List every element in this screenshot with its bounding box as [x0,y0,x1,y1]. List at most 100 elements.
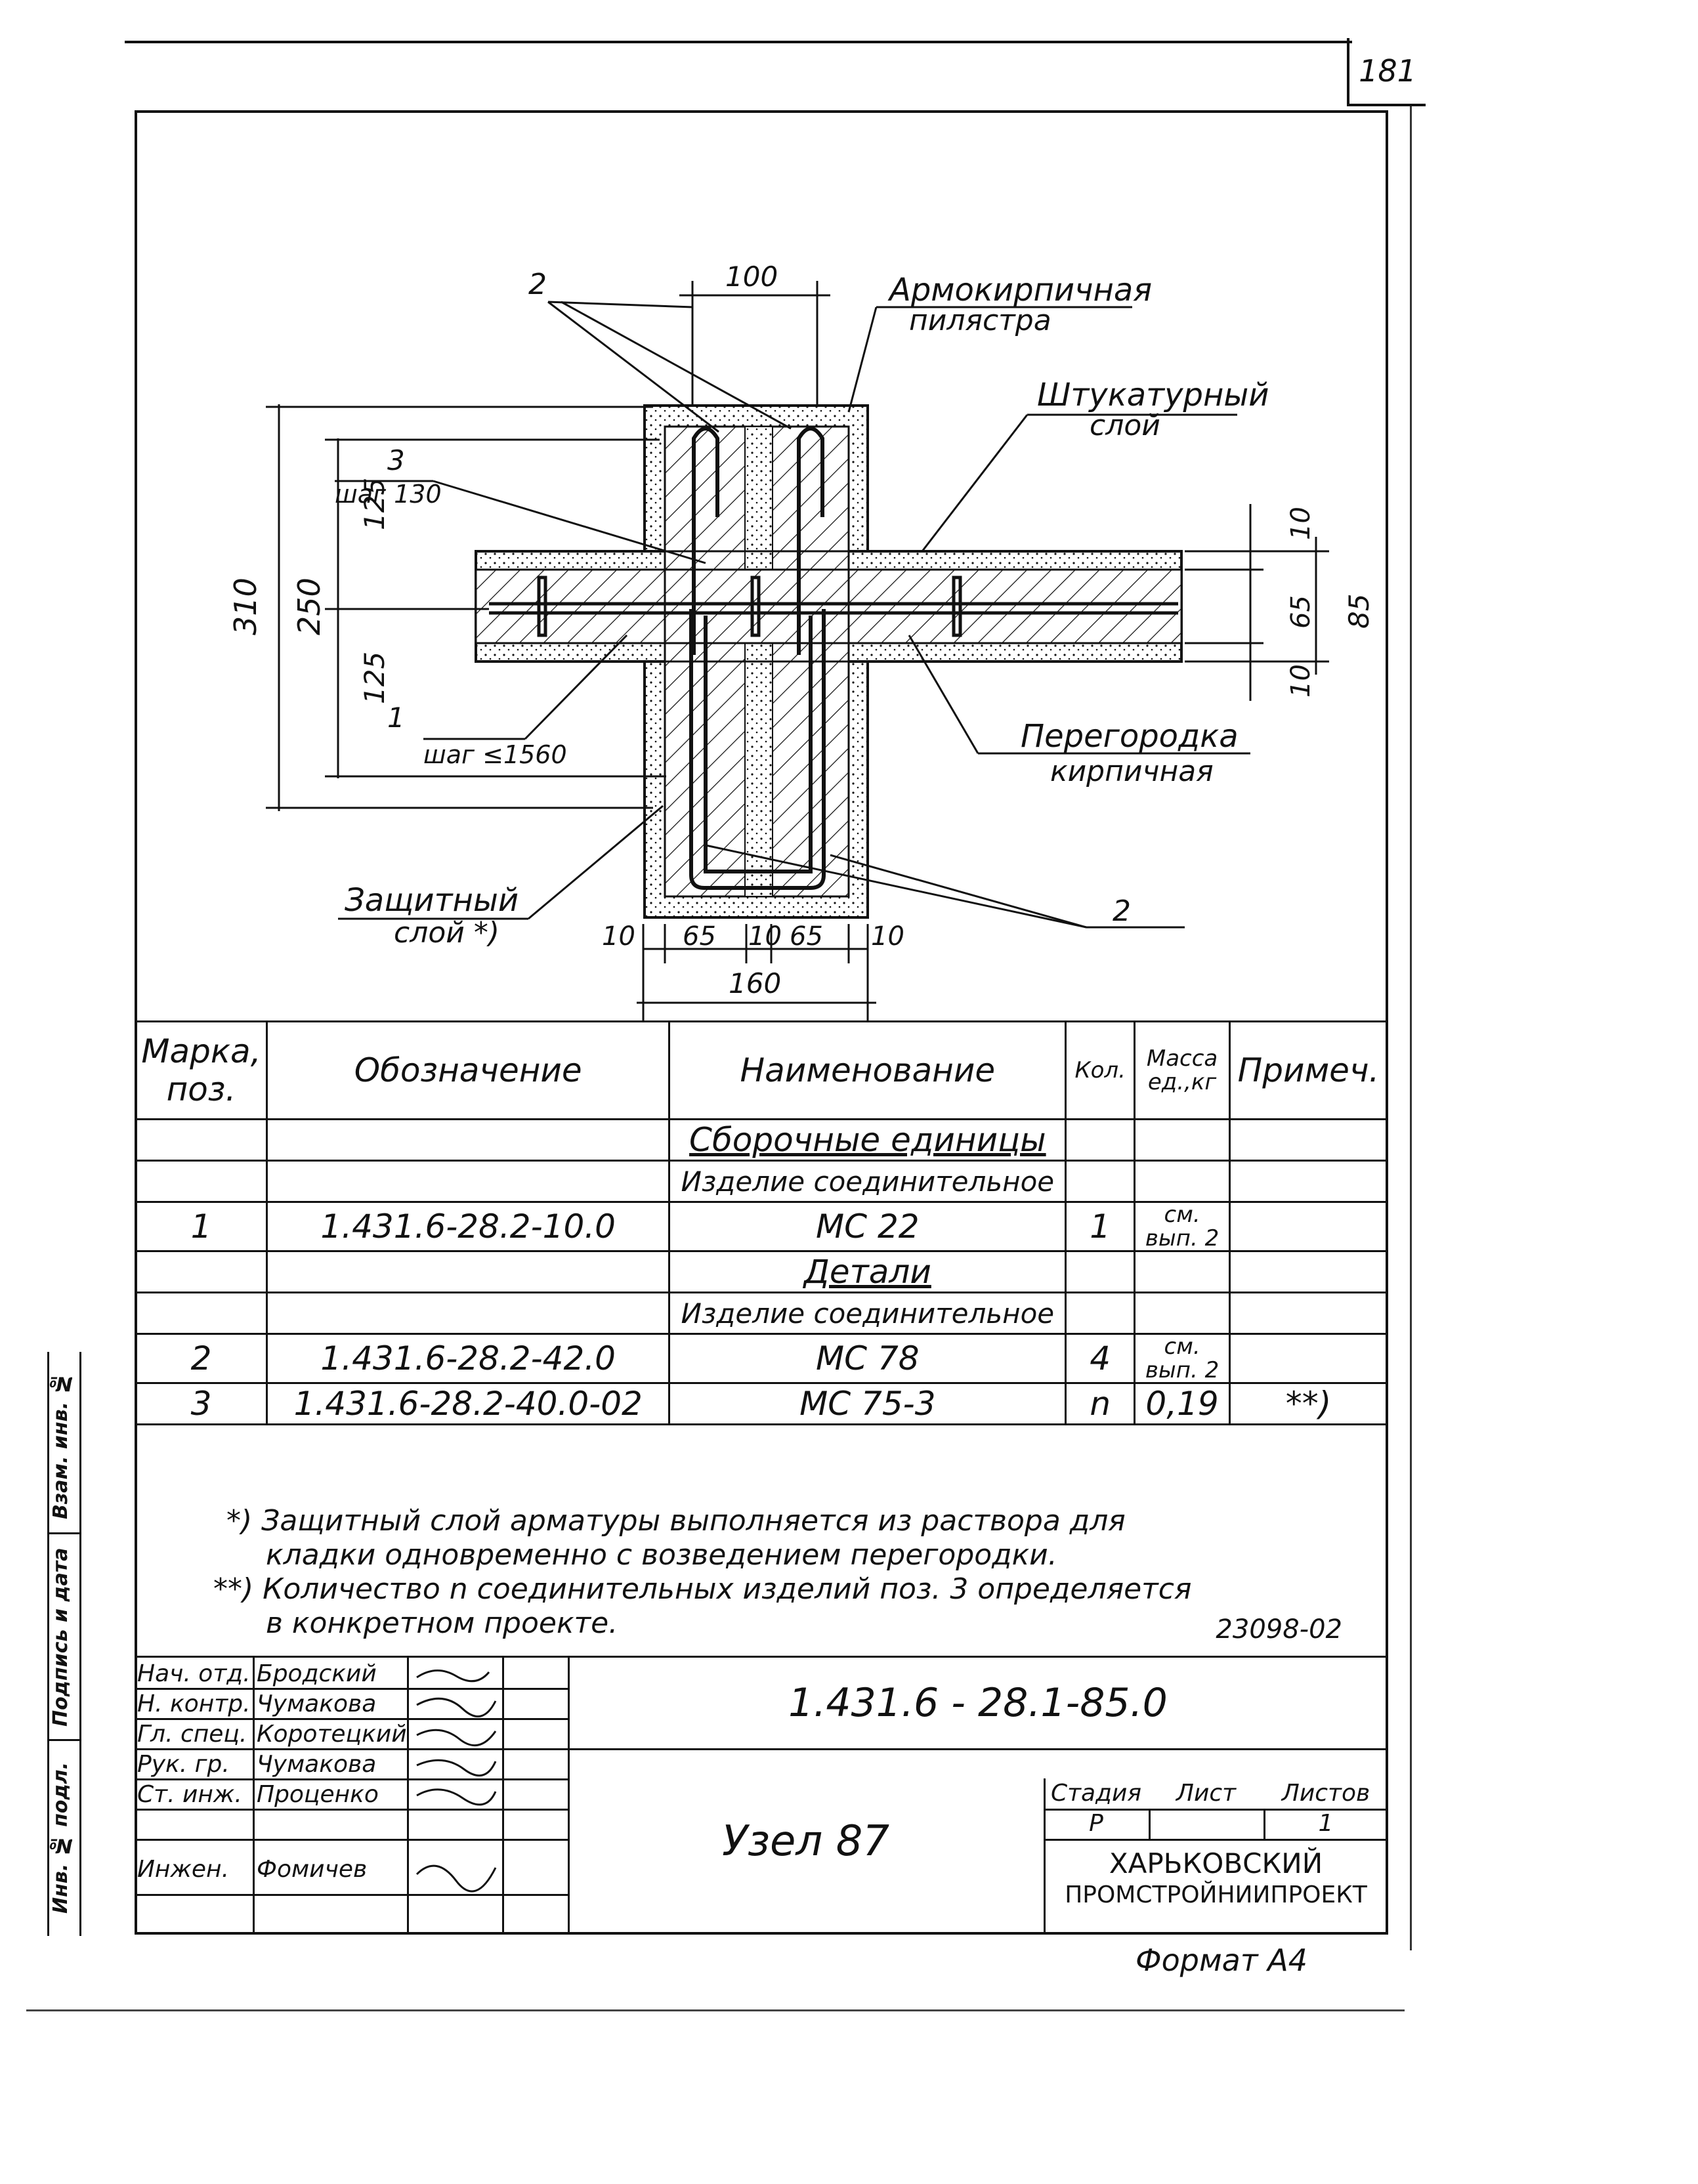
cell-designation: 1.431.6-28.2-40.0-02 [265,1382,671,1425]
sig-name: Коротецкий [257,1721,407,1748]
rebar-loops [689,427,826,890]
label-protect-2: слой *) [394,916,499,950]
dim-65: 65 [1286,595,1316,629]
cell-mark [135,1160,268,1203]
cell-name: МС 22 [668,1201,1067,1252]
signature-mark [415,1864,497,1893]
cell-mark [135,1292,268,1335]
organization-name-2: Промстройниипроект [1065,1881,1367,1908]
note-2-line-2: в конкретном проекте. [266,1606,618,1640]
label-partition-2: кирпичная [1050,755,1214,788]
table-row: 3 1.431.6-28.2-40.0-02 МС 75-3 n 0,19 **… [135,1382,1388,1425]
cell-name: Детали [668,1250,1067,1293]
stage-value: Р [1089,1810,1103,1837]
side-stamp [47,1352,81,1936]
cell-note [1229,1160,1388,1203]
specification-table: Марка, поз. Обозначение Наименование Кол… [135,1020,1388,1425]
cell-designation [265,1292,671,1335]
sheet-label: Лист [1176,1780,1237,1807]
cell-mass: см. вып. 2 [1134,1333,1231,1384]
label-pos1: 1 [387,702,405,734]
sig-role: Гл. спец. [137,1721,247,1748]
sig-name: Проценко [257,1781,379,1808]
header-qty: Кол. [1065,1020,1136,1120]
cell-mark: 3 [135,1382,268,1425]
header-mark: Марка, поз. [135,1020,268,1120]
table-row: Изделие соединительное [135,1160,1388,1203]
sig-role: Ст. инж. [137,1781,242,1808]
organization-name-1: Харьковский [1109,1847,1323,1880]
label-pos3-step: шаг 130 [335,480,442,509]
inventory-number: 23098-02 [1216,1614,1342,1645]
signature-mark [416,1729,497,1746]
dim-100: 100 [725,261,778,293]
cell-qty: 4 [1065,1333,1136,1384]
sig-name: Фомичев [257,1856,368,1883]
sig-name: Чумакова [257,1690,377,1717]
cell-note [1229,1333,1388,1384]
cell-mass [1134,1118,1231,1162]
dim-125-bottom: 125 [358,652,391,704]
table-row: 1 1.431.6-28.2-10.0 МС 22 1 см. вып. 2 [135,1201,1388,1252]
sheets-value: 1 [1318,1810,1334,1837]
sheets-label: Листов [1281,1780,1370,1807]
cell-qty [1065,1118,1136,1162]
sheet-value [1149,1809,1263,1839]
cell-designation: 1.431.6-28.2-10.0 [265,1201,671,1252]
sig-name: Чумакова [257,1751,377,1778]
cell-name: МС 78 [668,1333,1067,1384]
dim-b10m: 10 [748,921,782,952]
cell-mark: 1 [135,1201,268,1252]
dim-125-top: 125 [358,478,391,530]
node-drawing: Армокирпичная пилястра Штукатурный слой … [228,261,1375,1022]
cell-mass: 0,19 [1134,1382,1231,1425]
table-row: Изделие соединительное [135,1292,1388,1335]
dim-b10a: 10 [602,921,635,952]
cell-name: Изделие соединительное [668,1160,1067,1203]
rebar-ties [489,576,1178,637]
dim-160: 160 [729,967,781,999]
cell-note [1229,1201,1388,1252]
note-1-line-1: *) Защитный слой арматуры выполняется из… [226,1504,1126,1538]
side-sign-date: Подпись и дата [49,1547,72,1727]
header-designation: Обозначение [265,1020,671,1120]
label-wall-title-1: Армокирпичная [887,272,1152,308]
table-row: 2 1.431.6-28.2-42.0 МС 78 4 см. вып. 2 [135,1333,1388,1384]
side-inv-orig: Инв. № подл. [49,1761,72,1914]
dim-310: 310 [228,578,263,635]
sig-role: Инжен. [137,1856,230,1883]
format-label: Формат А4 [1136,1942,1307,1978]
side-replace-inv: Взам. инв. № [49,1372,72,1519]
note-2-line-1: **) Количество n соединительных изделий … [213,1572,1192,1606]
header-note: Примеч. [1229,1020,1388,1120]
signature-mark [416,1788,497,1806]
spec-header-row: Марка, поз. Обозначение Наименование Кол… [135,1020,1388,1120]
sheet-number: 181 [1347,38,1426,106]
signature-mark [416,1697,497,1717]
cell-designation [265,1160,671,1203]
sig-role: Нач. отд. [137,1660,251,1687]
dimension-lines [266,281,1329,1022]
cell-mark: 2 [135,1333,268,1384]
top-border-line [125,41,1352,43]
label-wall-title-2: пилястра [909,304,1051,337]
cell-designation [265,1250,671,1293]
signature-scribbles [415,1670,497,1893]
cell-qty: 1 [1065,1201,1136,1252]
cell-qty [1065,1292,1136,1335]
dim-10-bottom: 10 [1286,664,1316,698]
right-border-line [1410,106,1412,1950]
sig-role: Рук. гр. [137,1751,230,1778]
sig-name: Бродский [257,1660,377,1687]
label-plaster-2: слой [1090,409,1160,442]
cell-name: Изделие соединительное [668,1292,1067,1335]
label-plaster-1: Штукатурный [1037,377,1269,413]
leader-lines [335,301,1250,929]
cell-qty [1065,1160,1136,1203]
dim-b65a: 65 [683,921,716,952]
signature-mark [416,1670,490,1683]
note-1-line-2: кладки одновременно с возведением перего… [266,1538,1057,1572]
cell-designation [265,1118,671,1162]
signature-mark [416,1759,497,1776]
table-row: Сборочные единицы [135,1118,1388,1162]
